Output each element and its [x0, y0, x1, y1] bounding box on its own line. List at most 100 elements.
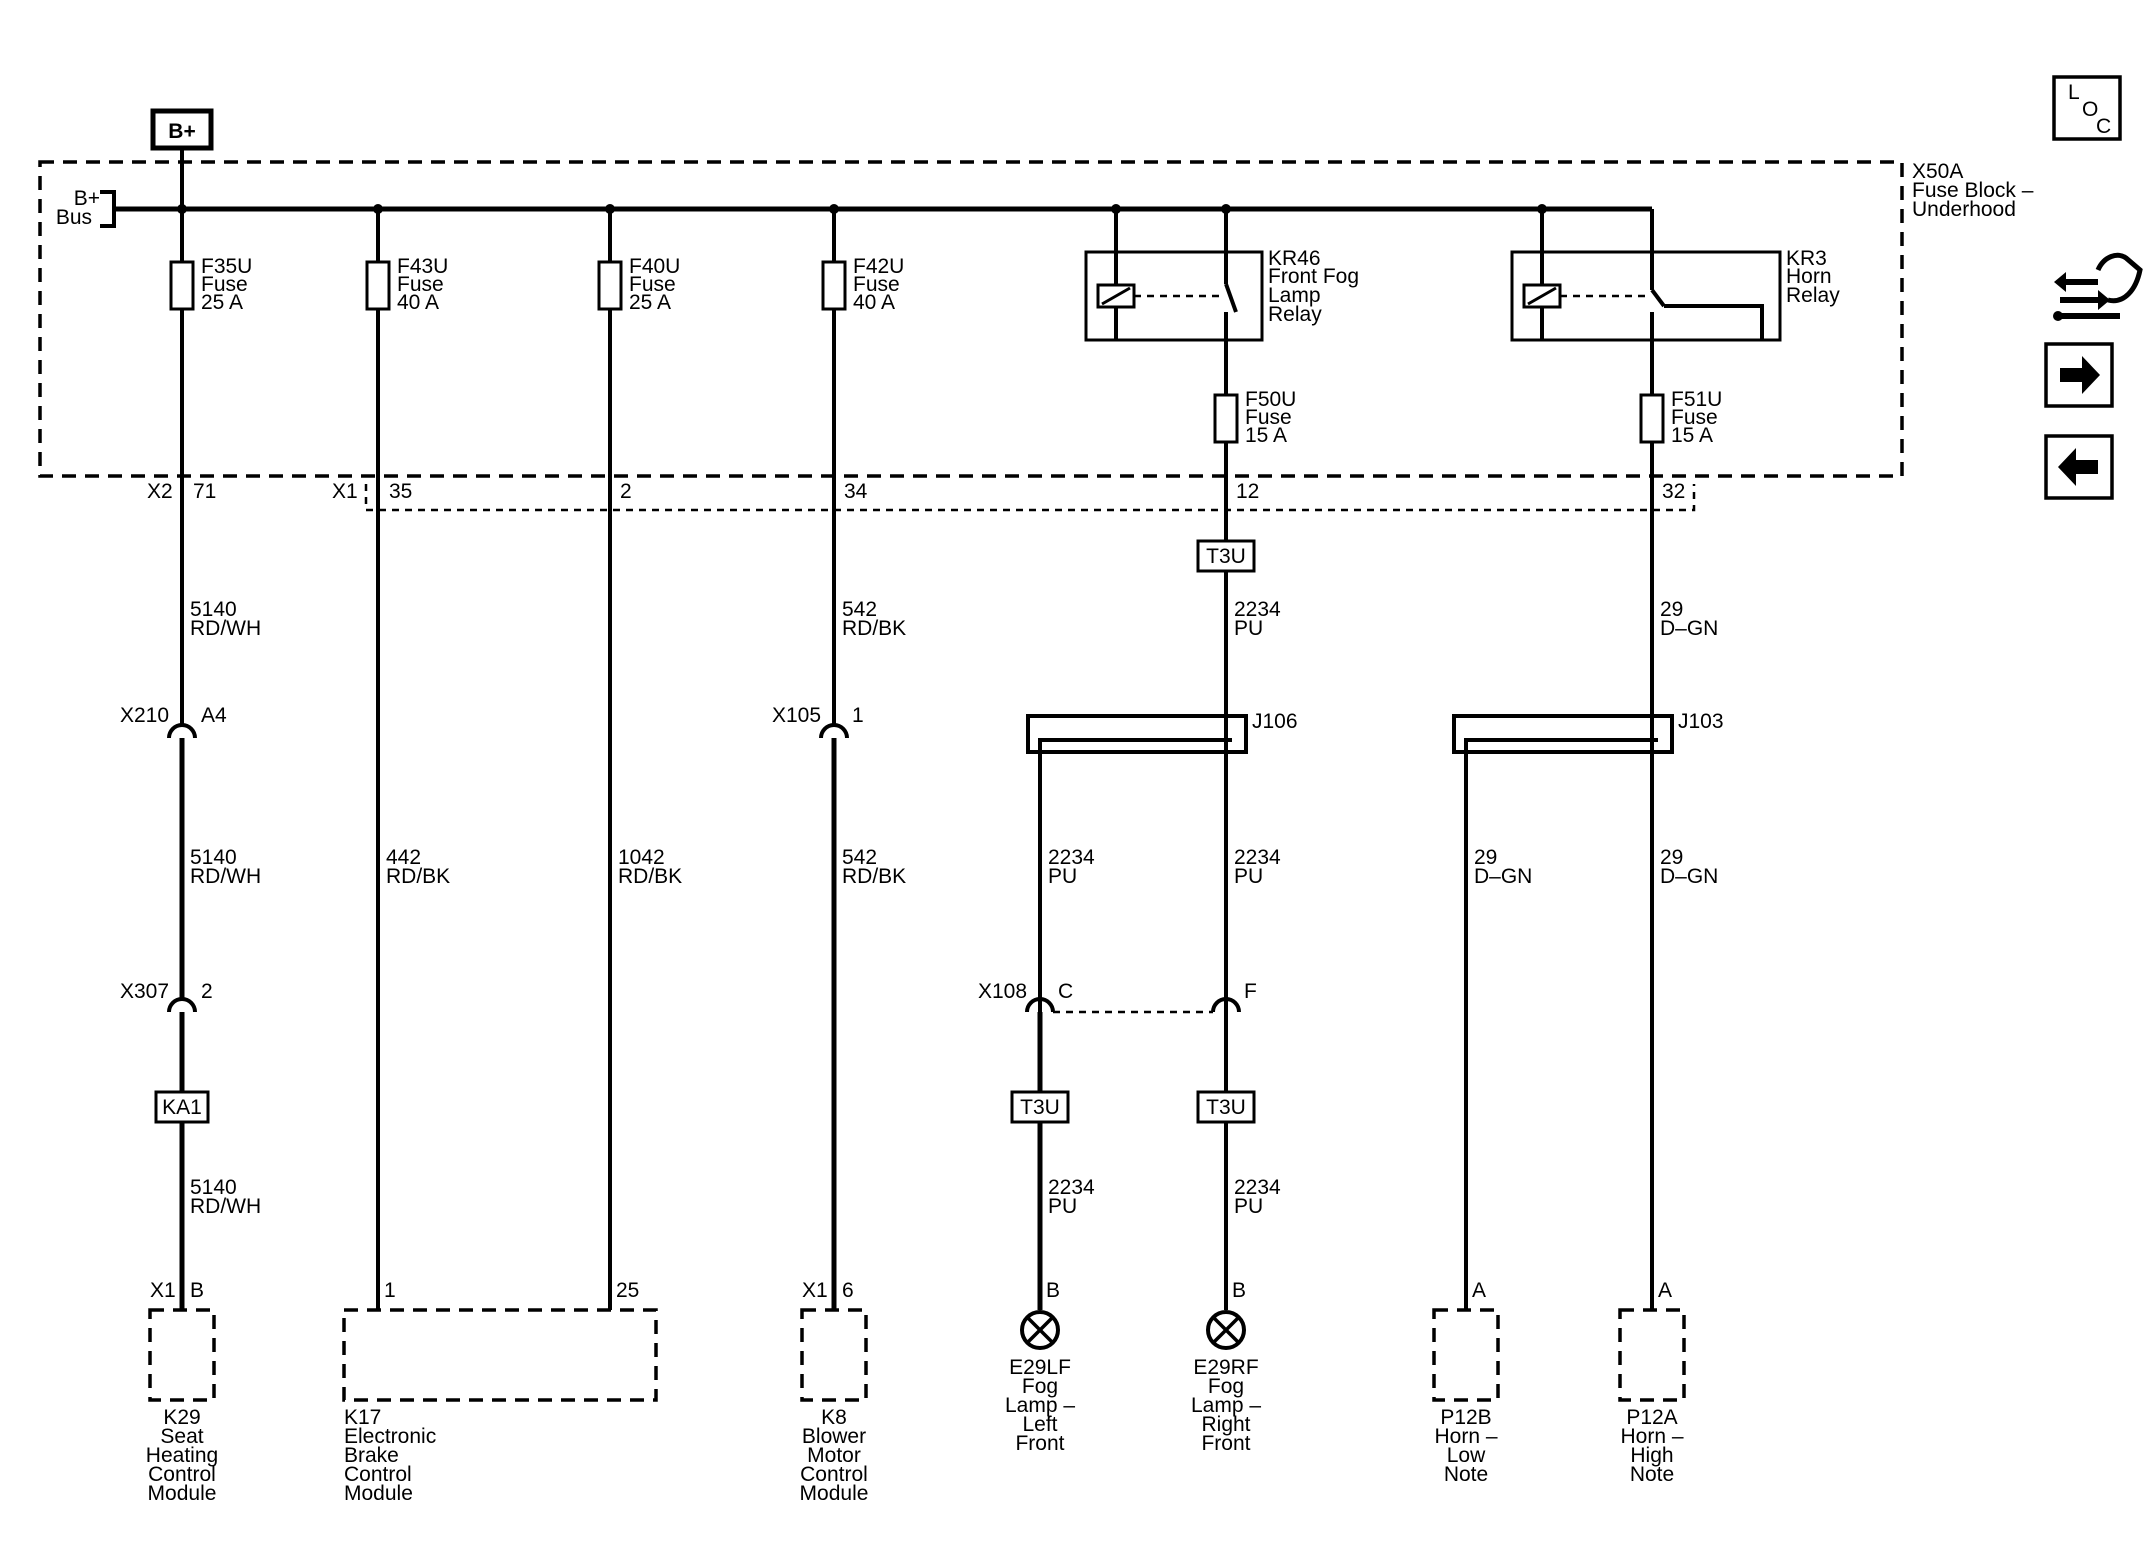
svg-text:KR46: KR46: [1268, 247, 1321, 270]
connector-x210: X210 A4: [120, 704, 227, 739]
svg-text:Front Fog: Front Fog: [1268, 265, 1359, 288]
svg-text:B+: B+: [74, 187, 100, 210]
svg-text:O: O: [2082, 98, 2098, 121]
tag-t3u-right: [1196, 1090, 1256, 1124]
svg-text:5140: 5140: [190, 598, 237, 621]
svg-text:2234: 2234: [1048, 846, 1095, 869]
component-e29lf: [1020, 1310, 1060, 1350]
svg-text:29: 29: [1660, 846, 1683, 869]
svg-text:2234: 2234: [1234, 1176, 1281, 1199]
svg-text:2: 2: [201, 980, 213, 1003]
svg-text:Left: Left: [1022, 1413, 1057, 1436]
svg-text:B: B: [190, 1279, 204, 1302]
arrow-left-icon: [2058, 448, 2098, 486]
svg-text:A4: A4: [201, 704, 227, 727]
svg-text:40 A: 40 A: [853, 291, 895, 314]
svg-text:KA1: KA1: [162, 1096, 202, 1119]
svg-text:A: A: [1658, 1279, 1672, 1302]
svg-text:X108: X108: [978, 980, 1027, 1003]
svg-text:F51U: F51U: [1671, 388, 1722, 411]
component-k29: [148, 1308, 216, 1402]
svg-text:2234: 2234: [1234, 846, 1281, 869]
svg-text:Motor: Motor: [807, 1444, 861, 1467]
back-arrow-button[interactable]: [2044, 434, 2114, 500]
svg-text:Control: Control: [800, 1463, 868, 1486]
component-k8: [800, 1308, 868, 1402]
svg-text:F35U: F35U: [201, 255, 252, 278]
svg-text:Front: Front: [1015, 1432, 1064, 1455]
forward-arrow-button[interactable]: [2044, 342, 2114, 408]
connector-x1-outline: [364, 484, 1696, 512]
svg-text:35: 35: [389, 480, 412, 503]
svg-text:40 A: 40 A: [397, 291, 439, 314]
svg-text:25 A: 25 A: [201, 291, 243, 314]
svg-text:Fuse: Fuse: [1671, 406, 1718, 429]
svg-text:29: 29: [1474, 846, 1497, 869]
svg-text:PU: PU: [1048, 1195, 1077, 1218]
fuse-f42u: [821, 260, 847, 311]
tag-ka1: [154, 1090, 210, 1124]
svg-text:71: 71: [193, 480, 216, 503]
connector-x105: X105 1: [772, 704, 864, 739]
loc-button[interactable]: L O C: [2052, 75, 2122, 141]
splice-j103-branch: [1464, 738, 1658, 1310]
svg-text:2234: 2234: [1234, 598, 1281, 621]
svg-text:High: High: [1630, 1444, 1673, 1467]
svg-text:1: 1: [852, 704, 864, 727]
tag-t3u-upper: [1196, 539, 1256, 573]
svg-text:F: F: [1244, 980, 1257, 1003]
svg-text:D–GN: D–GN: [1660, 617, 1718, 640]
svg-text:X210: X210: [120, 704, 169, 727]
svg-text:D–GN: D–GN: [1660, 865, 1718, 888]
svg-text:Relay: Relay: [1786, 284, 1840, 307]
relay-kr46-label: KR46 Front Fog Lamp Relay: [1268, 247, 1359, 326]
splice-j103-label: J103: [1678, 710, 1724, 733]
svg-text:RD/BK: RD/BK: [842, 865, 906, 888]
component-p12a: [1618, 1308, 1686, 1402]
svg-text:B: B: [1046, 1279, 1060, 1302]
svg-text:A: A: [1472, 1279, 1486, 1302]
fuse-f35u-label: F35U Fuse 25 A: [201, 255, 252, 314]
svg-text:1042: 1042: [618, 846, 665, 869]
svg-text:Control: Control: [344, 1463, 412, 1486]
svg-text:Control: Control: [148, 1463, 216, 1486]
svg-text:Right: Right: [1201, 1413, 1250, 1436]
svg-text:Brake: Brake: [344, 1444, 399, 1467]
svg-text:D–GN: D–GN: [1474, 865, 1532, 888]
svg-text:PU: PU: [1234, 617, 1263, 640]
svg-text:Module: Module: [800, 1482, 869, 1505]
svg-text:Module: Module: [148, 1482, 217, 1505]
svg-text:RD/WH: RD/WH: [190, 617, 261, 640]
fuse-f50u-label: F50U Fuse 15 A: [1245, 388, 1296, 447]
svg-text:F42U: F42U: [853, 255, 904, 278]
fuse-f40u-label: F40U Fuse 25 A: [629, 255, 680, 314]
svg-text:Fuse: Fuse: [201, 273, 248, 296]
svg-text:442: 442: [386, 846, 421, 869]
svg-text:RD/BK: RD/BK: [842, 617, 906, 640]
svg-text:RD/BK: RD/BK: [386, 865, 450, 888]
svg-text:Fuse: Fuse: [397, 273, 444, 296]
svg-text:X50A: X50A: [1912, 160, 1963, 183]
relay-kr3-label: KR3 Horn Relay: [1786, 247, 1840, 307]
splice-j106-label: J106: [1252, 710, 1298, 733]
fuse-f42u-label: F42U Fuse 40 A: [853, 255, 904, 314]
wiring-harness-icon[interactable]: [2053, 252, 2143, 321]
bus-label: B+ Bus: [56, 187, 100, 229]
svg-text:Underhood: Underhood: [1912, 198, 2016, 221]
svg-text:25 A: 25 A: [629, 291, 671, 314]
svg-text:34: 34: [844, 480, 868, 503]
svg-text:Lamp –: Lamp –: [1191, 1394, 1261, 1417]
svg-text:Heating: Heating: [146, 1444, 218, 1467]
connector-x108: X108 C F: [978, 980, 1257, 1014]
svg-text:Blower: Blower: [802, 1425, 866, 1448]
svg-text:Lamp: Lamp: [1268, 284, 1321, 307]
svg-text:Fuse: Fuse: [629, 273, 676, 296]
svg-text:RD/BK: RD/BK: [618, 865, 682, 888]
fuse-f43u: [365, 260, 391, 311]
svg-text:T3U: T3U: [1206, 545, 1246, 568]
fuse-f50u: [1213, 393, 1239, 444]
svg-text:F40U: F40U: [629, 255, 680, 278]
svg-text:Horn –: Horn –: [1434, 1425, 1497, 1448]
relay-kr46-switch: [1224, 283, 1238, 313]
